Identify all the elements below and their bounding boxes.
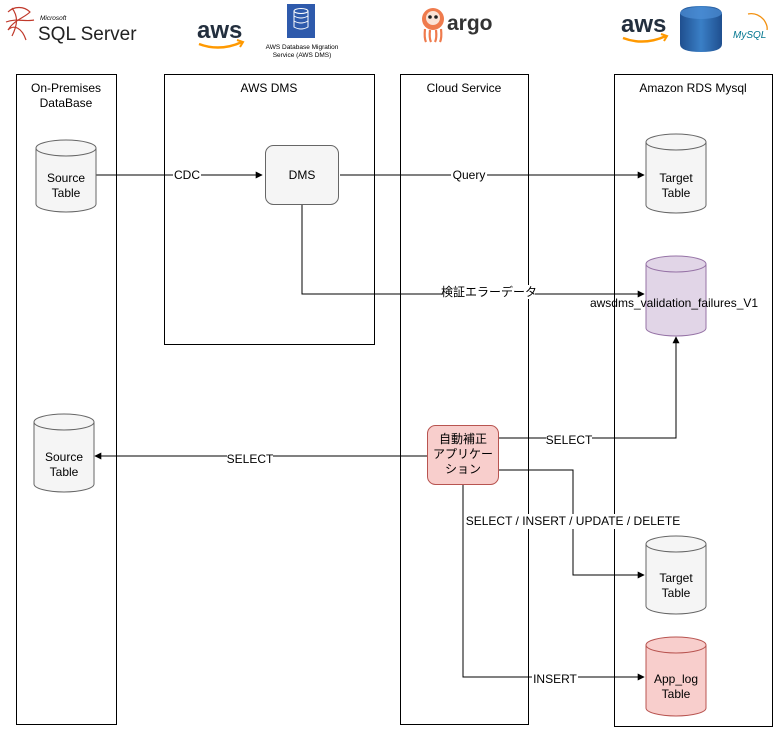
- edge-crud-label: SELECT / INSERT / UPDATE / DELETE: [466, 514, 681, 528]
- mysql-dolphin-icon: [747, 12, 768, 31]
- edge-crud: SELECT / INSERT / UPDATE / DELETE: [466, 469, 681, 579]
- edge-cdc: CDC: [96, 168, 263, 182]
- sqlserver-icon: [5, 6, 35, 41]
- app-label-1: 自動補正: [439, 432, 487, 446]
- aws-smile-icon-2: [622, 34, 667, 43]
- dms-service-icon: [287, 4, 315, 38]
- validation-failures-table: awsdms_validation_failures_V1: [590, 255, 758, 337]
- aws-logo-2: aws: [621, 11, 669, 43]
- aws-text-2: aws: [621, 11, 666, 38]
- app-label-3: ション: [445, 462, 481, 476]
- edge-select-failures-label: SELECT: [546, 433, 593, 447]
- lane-onprem-title-1: On-Premises: [31, 81, 101, 95]
- mysql-text: MySQL: [733, 30, 766, 41]
- edge-select-failures: SELECT: [499, 336, 680, 447]
- dms-node-label: DMS: [289, 168, 316, 182]
- aws-arrow-icon-2: [660, 33, 669, 42]
- lane-cloud-title: Cloud Service: [427, 81, 502, 95]
- dms-node: DMS: [265, 145, 339, 205]
- sqlserver-logo: Microsoft SQL Server: [5, 6, 137, 45]
- rds-logo: [680, 6, 722, 52]
- edge-query: Query: [340, 168, 645, 182]
- mysql-logo: MySQL: [733, 12, 768, 41]
- edge-select-source-label: SELECT: [227, 452, 274, 466]
- dms-service-caption-1: AWS Database Migration: [266, 44, 339, 51]
- lane-rds-title: Amazon RDS Mysql: [639, 81, 746, 95]
- target-table-top: Target Table: [645, 133, 707, 214]
- target-table-top-label-2: Table: [662, 186, 691, 200]
- sqlserver-small-text: Microsoft: [40, 15, 68, 22]
- auto-correction-app: 自動補正 アプリケー ション: [427, 425, 499, 485]
- argo-text: argo: [447, 12, 493, 35]
- target-table-bottom-label-2: Table: [662, 586, 691, 600]
- aws-arrow-icon-1: [236, 39, 245, 48]
- lane-cloud: Cloud Service: [400, 74, 529, 725]
- source-table-bottom-label-2: Table: [50, 465, 79, 479]
- aws-text-1: aws: [197, 17, 242, 44]
- sqlserver-text: SQL Server: [38, 24, 137, 45]
- validation-failures-label: awsdms_validation_failures_V1: [590, 296, 758, 310]
- edge-validation-error: 検証エラーデータ: [301, 205, 645, 299]
- lane-onprem-title-2: DataBase: [40, 96, 93, 110]
- source-table-top-label-1: Source: [47, 171, 85, 185]
- app-log-label-1: App_log: [654, 672, 698, 686]
- target-table-bottom: Target Table: [645, 535, 707, 615]
- lane-awsdms-title: AWS DMS: [241, 81, 298, 95]
- argo-octopus-icon: [422, 8, 444, 43]
- aws-logo-1: aws: [197, 17, 245, 49]
- source-table-bottom-label-1: Source: [45, 450, 83, 464]
- edge-select-source: SELECT: [94, 451, 427, 466]
- aws-smile-icon-1: [198, 40, 243, 49]
- source-table-top-label-2: Table: [52, 186, 81, 200]
- edge-insert-label: INSERT: [533, 672, 577, 686]
- edge-cdc-label: CDC: [174, 168, 200, 182]
- edge-insert: INSERT: [462, 485, 645, 686]
- argo-logo: argo: [422, 8, 493, 43]
- target-table-bottom-label-1: Target: [659, 571, 693, 585]
- app-log-table: App_log Table: [645, 636, 707, 717]
- target-table-top-label-1: Target: [659, 171, 693, 185]
- edge-query-label: Query: [453, 168, 486, 182]
- lane-awsdms: AWS DMS: [164, 74, 375, 345]
- source-table-top: Source Table: [35, 139, 97, 213]
- app-log-label-2: Table: [662, 687, 691, 701]
- dms-service-logo: AWS Database Migration Service (AWS DMS): [266, 4, 339, 59]
- dms-service-caption-2: Service (AWS DMS): [273, 52, 332, 59]
- source-table-bottom: Source Table: [33, 413, 95, 493]
- edge-validation-error-label: 検証エラーデータ: [441, 284, 537, 299]
- app-label-2: アプリケー: [433, 447, 493, 461]
